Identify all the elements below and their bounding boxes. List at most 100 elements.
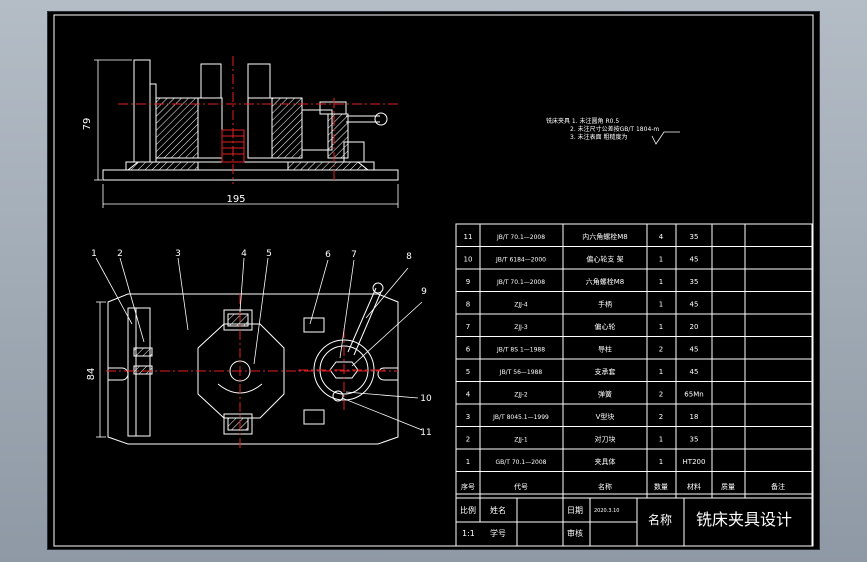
front-height-dimension: 79 (82, 118, 93, 131)
date-label: 日期 (567, 506, 583, 515)
top-height-dimension: 84 (86, 368, 97, 381)
table-row: 3 JB/T 8045.1—1999 V型块 2 18 (466, 412, 699, 421)
tech-req-line-2: 2. 未注尺寸公差按GB/T 1804-m (570, 125, 659, 133)
part-no: 5 (466, 368, 470, 376)
balloon-5: 5 (266, 249, 272, 259)
front-view (102, 59, 399, 181)
part-qty: 1 (659, 436, 663, 444)
part-name: 夹具体 (595, 457, 616, 466)
balloon-numbers: 1 2 3 4 5 6 7 8 9 10 11 (91, 249, 432, 438)
part-code: ZJJ-1 (514, 437, 528, 444)
title-block-grid (456, 497, 812, 546)
balloon-10: 10 (420, 394, 432, 404)
balloon-6: 6 (325, 250, 331, 260)
balloon-3: 3 (175, 249, 181, 259)
date-value: 2020.3.10 (594, 508, 619, 514)
part-qty: 1 (659, 301, 663, 309)
table-row: 2 ZJJ-1 对刀块 1 35 (466, 435, 699, 444)
review-label: 审核 (567, 528, 583, 538)
part-material: 35 (690, 233, 699, 241)
top-view (107, 282, 399, 445)
front-view-centerlines (118, 56, 398, 184)
part-material: HT200 (683, 458, 706, 466)
balloon-11: 11 (420, 428, 431, 438)
student-no-label: 学号 (490, 528, 506, 538)
drawing-title: 铣床夹具设计 (696, 510, 792, 529)
part-name: 偏心轮支 架 (586, 255, 623, 264)
part-code: GB/T 70.1—2008 (496, 459, 547, 466)
table-row: 8 ZJJ-4 手柄 1 45 (466, 300, 699, 309)
part-qty: 4 (659, 233, 664, 241)
tech-req-line-3: 3. 未注表面 粗糙度为 (570, 133, 628, 141)
part-name: 偏心轮 (595, 322, 616, 331)
name-label: 姓名 (490, 505, 506, 515)
part-code: JB/T 8045.1—1999 (492, 414, 549, 421)
part-no: 3 (466, 413, 470, 421)
part-qty: 1 (659, 256, 663, 264)
parts-table-grid (455, 223, 813, 547)
part-no: 7 (466, 323, 470, 331)
part-material: 35 (690, 278, 699, 286)
part-material: 20 (690, 323, 699, 331)
table-row: 10 JB/T 6184—2000 偏心轮支 架 1 45 (464, 255, 699, 264)
part-code: ZJJ-4 (514, 302, 528, 309)
top-view-centerlines (106, 294, 398, 448)
header-qty: 数量 (654, 482, 668, 491)
table-row: 1 GB/T 70.1—2008 夹具体 1 HT200 (466, 457, 706, 466)
title-label: 名称 (648, 512, 672, 527)
parts-table-rows (456, 246, 812, 495)
scale-value: 1:1 (462, 529, 475, 538)
part-no: 2 (466, 436, 470, 444)
part-material: 45 (690, 346, 699, 354)
tech-requirements: 铣床夹具 1. 未注圆角 R0.5 2. 未注尺寸公差按GB/T 1804-m … (546, 117, 680, 145)
balloon-7: 7 (351, 250, 357, 260)
balloon-2: 2 (117, 249, 123, 259)
part-name: 对刀块 (595, 435, 616, 444)
part-material: 65Mn (684, 391, 703, 399)
balloon-leaders (95, 257, 423, 431)
balloon-9: 9 (421, 287, 427, 297)
part-code: ZJJ-3 (514, 324, 528, 331)
part-no: 11 (464, 233, 473, 241)
part-qty: 2 (659, 346, 663, 354)
part-name: V型块 (596, 412, 615, 421)
header-material: 材料 (687, 482, 701, 491)
scale-label: 比例 (460, 505, 476, 515)
part-qty: 2 (659, 413, 663, 421)
part-no: 6 (466, 346, 471, 354)
drawing-frame (53, 14, 814, 547)
balloon-4: 4 (241, 249, 247, 259)
part-no: 1 (466, 458, 470, 466)
cad-viewport[interactable]: 79 195 (48, 12, 819, 549)
part-material: 45 (690, 301, 699, 309)
tech-req-line-1: 铣床夹具 1. 未注圆角 R0.5 (546, 117, 619, 125)
part-material: 45 (690, 256, 699, 264)
part-qty: 1 (659, 458, 663, 466)
parts-header: 序号 代号 名称 数量 材料 质量 备注 (461, 482, 785, 491)
part-name: 导柱 (598, 345, 612, 354)
balloon-1: 1 (91, 249, 97, 259)
part-name: 内六角螺栓M8 (582, 232, 628, 241)
cad-drawing: 79 195 (53, 14, 814, 547)
front-width-dimension: 195 (226, 194, 245, 205)
part-qty: 1 (659, 368, 663, 376)
part-name: 弹簧 (598, 390, 612, 399)
part-code: ZJJ-2 (514, 392, 528, 399)
balloon-8: 8 (406, 252, 412, 262)
part-no: 10 (464, 256, 473, 264)
part-no: 9 (466, 278, 470, 286)
front-view-dimensions (94, 59, 399, 208)
part-code: JB/T 6184—2000 (495, 257, 546, 264)
part-qty: 1 (659, 278, 663, 286)
part-no: 8 (466, 301, 470, 309)
part-material: 35 (690, 436, 699, 444)
part-name: 手柄 (598, 300, 612, 309)
part-material: 18 (690, 413, 699, 421)
part-code: JB/T 70.1—2008 (496, 279, 545, 286)
